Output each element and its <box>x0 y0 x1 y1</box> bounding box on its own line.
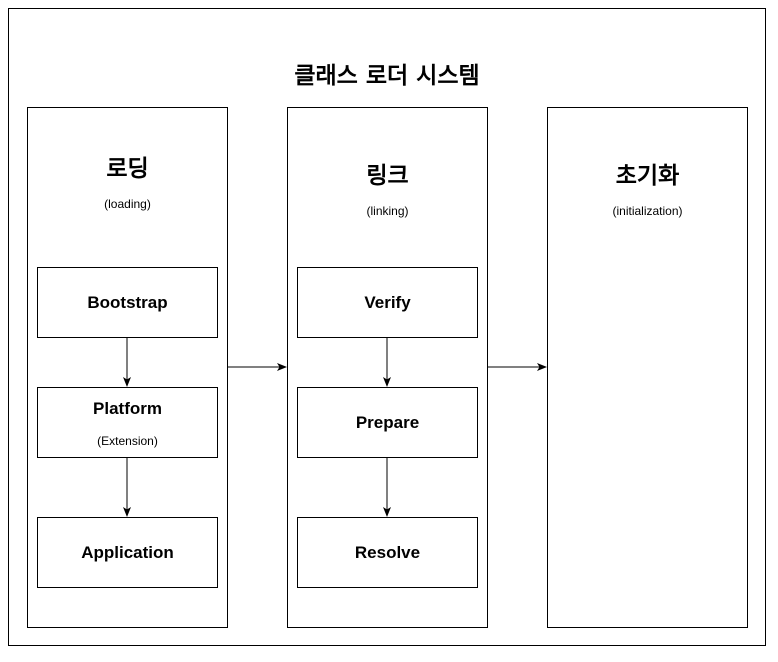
stage-subtitle: (loading) <box>104 197 151 211</box>
step-resolve: Resolve <box>297 517 478 588</box>
step-application: Application <box>37 517 218 588</box>
diagram-frame <box>8 8 766 646</box>
step-label: Resolve <box>354 543 421 562</box>
step-bootstrap: Bootstrap <box>37 267 218 338</box>
step-label: Verify <box>364 293 411 312</box>
step-platform: Platform (Extension) <box>37 387 218 458</box>
step-prepare: Prepare <box>297 387 478 458</box>
stage-subtitle: (linking) <box>366 204 409 218</box>
stage-subtitle: (initialization) <box>612 204 683 218</box>
step-label: Application <box>81 543 174 562</box>
step-label: Bootstrap <box>87 293 168 312</box>
step-sublabel: (Extension) <box>97 434 158 448</box>
stage-title: 로딩 <box>106 156 149 182</box>
stage-title: 초기화 <box>615 163 680 189</box>
diagram-title: 클래스 로더 시스템 <box>294 63 480 89</box>
step-label: Prepare <box>355 413 420 432</box>
stage-loading: 로딩 (loading) <box>27 107 228 628</box>
step-label: Platform <box>93 399 162 418</box>
step-verify: Verify <box>297 267 478 338</box>
stage-title: 링크 <box>366 163 409 189</box>
stage-initialization: 초기화 (initialization) <box>547 107 748 628</box>
stage-linking: 링크 (linking) <box>287 107 488 628</box>
